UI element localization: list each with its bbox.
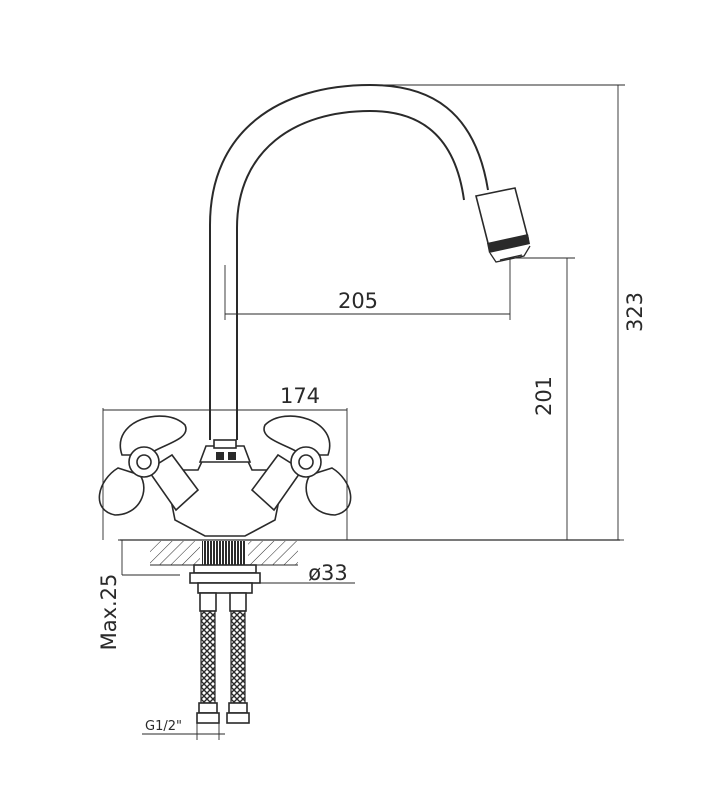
dimension-base-diameter: ø33: [190, 561, 355, 585]
dimension-handle-span: 174: [102, 384, 348, 540]
right-handle: [263, 415, 352, 516]
outlet-height-label: 201: [532, 376, 556, 416]
dimension-spout-reach: 205: [224, 258, 511, 320]
spout: [209, 83, 489, 440]
aerator: [475, 187, 531, 263]
mounting-nut: [189, 564, 261, 594]
spout-reach-label: 205: [338, 289, 378, 313]
supply-hoses: [196, 592, 250, 724]
faucet-body: [146, 439, 304, 537]
inlet-thread-label: G1/2": [145, 719, 182, 734]
dimension-total-height: 323: [370, 84, 647, 541]
total-height-label: 323: [623, 292, 647, 332]
dimension-inlet-thread: G1/2": [142, 719, 225, 740]
handle-span-label: 174: [280, 384, 320, 408]
max-thickness-label: Max.25: [97, 574, 121, 651]
dimension-max-thickness: Max.25: [97, 539, 180, 651]
base-diameter-label: ø33: [308, 561, 348, 585]
countertop: [120, 539, 620, 566]
dimension-outlet-height: 201: [510, 257, 575, 541]
